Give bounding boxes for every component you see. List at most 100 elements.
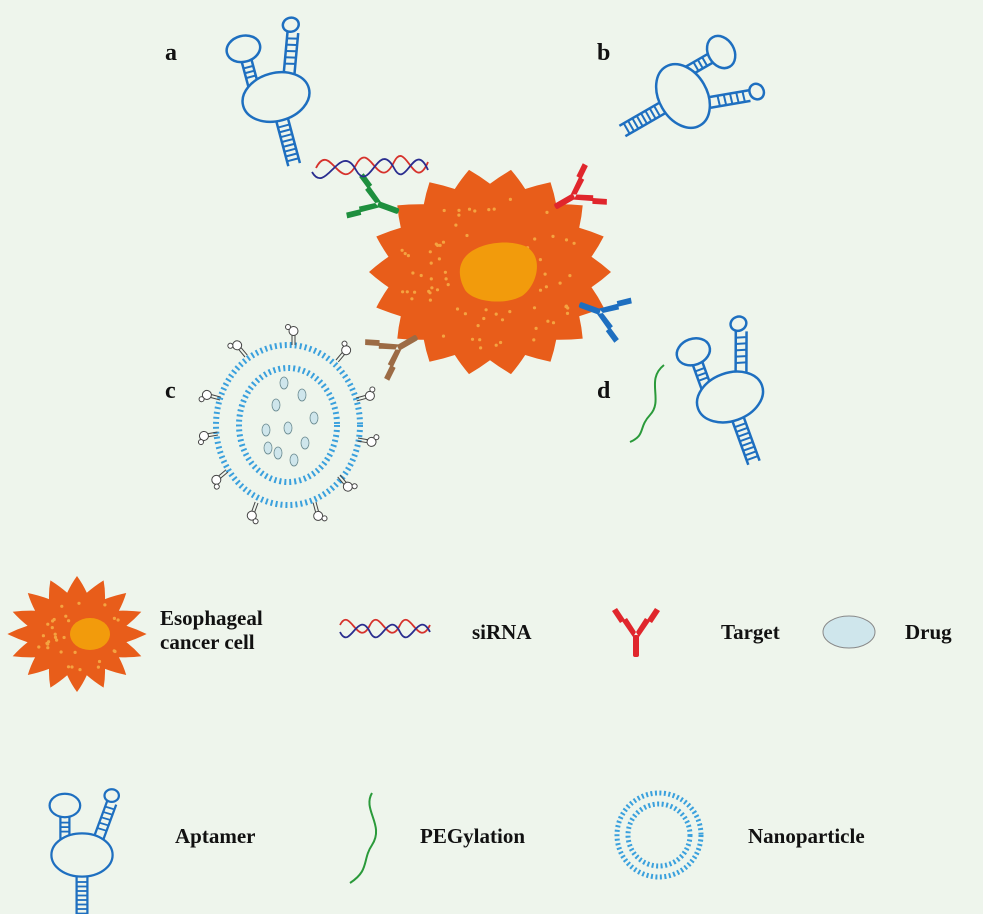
cytoplasm-dot <box>494 343 498 347</box>
cytoplasm-dot <box>457 213 461 217</box>
cytoplasm-dot <box>66 665 71 669</box>
cytoplasm-dot <box>37 645 41 649</box>
legend-label-target: Target <box>721 620 780 644</box>
cytoplasm-dot <box>406 254 410 258</box>
panel-a-sirna <box>311 155 429 180</box>
cytoplasm-dot <box>443 270 447 274</box>
cytoplasm-dot <box>543 272 547 276</box>
legend-label-cancer-cell: Esophageal cancer cell <box>160 606 263 654</box>
cytoplasm-dot <box>96 665 100 669</box>
cytoplasm-dot <box>50 626 54 630</box>
panel-label-d: d <box>597 378 611 404</box>
cytoplasm-dot <box>53 635 58 640</box>
cytoplasm-dot <box>411 271 415 275</box>
cancer-cell-main <box>369 169 611 375</box>
cytoplasm-dot <box>499 340 503 345</box>
panel-d-peg <box>629 364 665 443</box>
cytoplasm-dot <box>47 640 51 644</box>
cytoplasm-dot <box>428 291 432 295</box>
cytoplasm-dot <box>434 242 438 246</box>
legend-label-cancer-cell-line2: cancer cell <box>160 630 255 654</box>
cytoplasm-dot <box>430 286 434 290</box>
cytoplasm-dot <box>545 210 549 214</box>
cytoplasm-dot <box>500 318 505 322</box>
cytoplasm-dot <box>410 297 414 301</box>
cytoplasm-dot <box>428 250 432 254</box>
cytoplasm-dot <box>533 237 537 241</box>
cytoplasm-dot <box>441 334 446 338</box>
legend-sirna-icon <box>339 618 431 639</box>
legend-label-nanoparticle: Nanoparticle <box>748 824 865 848</box>
cytoplasm-dot <box>419 273 423 278</box>
panel-label-a: a <box>165 40 177 66</box>
cytoplasm-dot <box>564 238 569 242</box>
cytoplasm-dot <box>546 319 550 323</box>
cytoplasm-dot <box>446 283 450 287</box>
cytoplasm-dot <box>479 346 483 350</box>
legend-cancer-cell-icon <box>7 576 147 692</box>
cytoplasm-dot <box>444 277 448 281</box>
cytoplasm-dot <box>484 308 488 312</box>
cytoplasm-dot <box>438 243 442 247</box>
cytoplasm-dot <box>46 642 50 646</box>
legend-label-cancer-cell-line1: Esophageal <box>160 606 263 630</box>
cytoplasm-dot <box>113 649 117 654</box>
cytoplasm-dot <box>78 668 82 672</box>
cytoplasm-dot <box>73 650 77 655</box>
legend-target-icon <box>612 608 660 657</box>
cytoplasm-dot <box>405 290 409 294</box>
cytoplasm-dot <box>551 234 555 238</box>
legend-label-aptamer: Aptamer <box>175 824 256 848</box>
cytoplasm-dot <box>41 634 46 638</box>
cytoplasm-dot <box>437 257 441 261</box>
cytoplasm-dot <box>64 614 68 618</box>
legend-label-pegylation: PEGylation <box>420 824 526 848</box>
cytoplasm-dot <box>564 304 569 308</box>
cytoplasm-dot <box>465 233 469 238</box>
cytoplasm-dot <box>46 622 50 626</box>
cytoplasm-dot <box>551 321 556 325</box>
legend-label-sirna: siRNA <box>472 620 532 644</box>
target-green <box>344 172 407 235</box>
legend-drug-icon <box>822 615 876 649</box>
cytoplasm-dot <box>457 208 461 212</box>
cytoplasm-dot <box>532 338 536 342</box>
legend-pegylation-icon <box>349 792 378 884</box>
cytoplasm-dot <box>538 288 543 292</box>
cytoplasm-dot <box>568 274 572 278</box>
cytoplasm-dot <box>70 665 74 669</box>
panel-a-aptamer <box>221 14 335 176</box>
cytoplasm-dot <box>435 288 440 292</box>
cytoplasm-dot <box>428 298 432 302</box>
cytoplasm-dot <box>103 603 107 607</box>
cytoplasm-dot <box>429 277 433 281</box>
cytoplasm-dot <box>467 207 472 211</box>
cytoplasm-dot <box>46 646 50 650</box>
cytoplasm-dot <box>508 310 512 314</box>
nucleus <box>459 242 537 302</box>
cytoplasm-dot <box>52 617 56 622</box>
cytoplasm-dot <box>463 312 467 316</box>
legend-label-drug: Drug <box>905 620 952 644</box>
cytoplasm-dot <box>534 326 538 330</box>
panel-d-aptamer <box>669 313 794 477</box>
cytoplasm-dot <box>544 285 549 289</box>
panel-b-aptamer <box>603 27 768 168</box>
cytoplasm-dot <box>455 307 460 311</box>
cytoplasm-dot <box>112 616 116 621</box>
cytoplasm-dot <box>470 337 475 341</box>
cytoplasm-dot <box>67 619 71 623</box>
panel-label-c: c <box>165 378 176 404</box>
legend-aptamer-icon <box>48 788 121 914</box>
cytoplasm-dot <box>494 312 498 316</box>
cytoplasm-dot <box>476 324 480 328</box>
cytoplasm-dot <box>77 601 81 605</box>
cytoplasm-dot <box>97 659 102 664</box>
cytoplasm-dot <box>53 632 57 636</box>
cytoplasm-dot <box>454 223 458 227</box>
cytoplasm-dot <box>508 197 512 201</box>
cytoplasm-dot <box>413 290 417 294</box>
cytoplasm-dot <box>116 618 120 622</box>
cytoplasm-dot <box>62 635 66 640</box>
